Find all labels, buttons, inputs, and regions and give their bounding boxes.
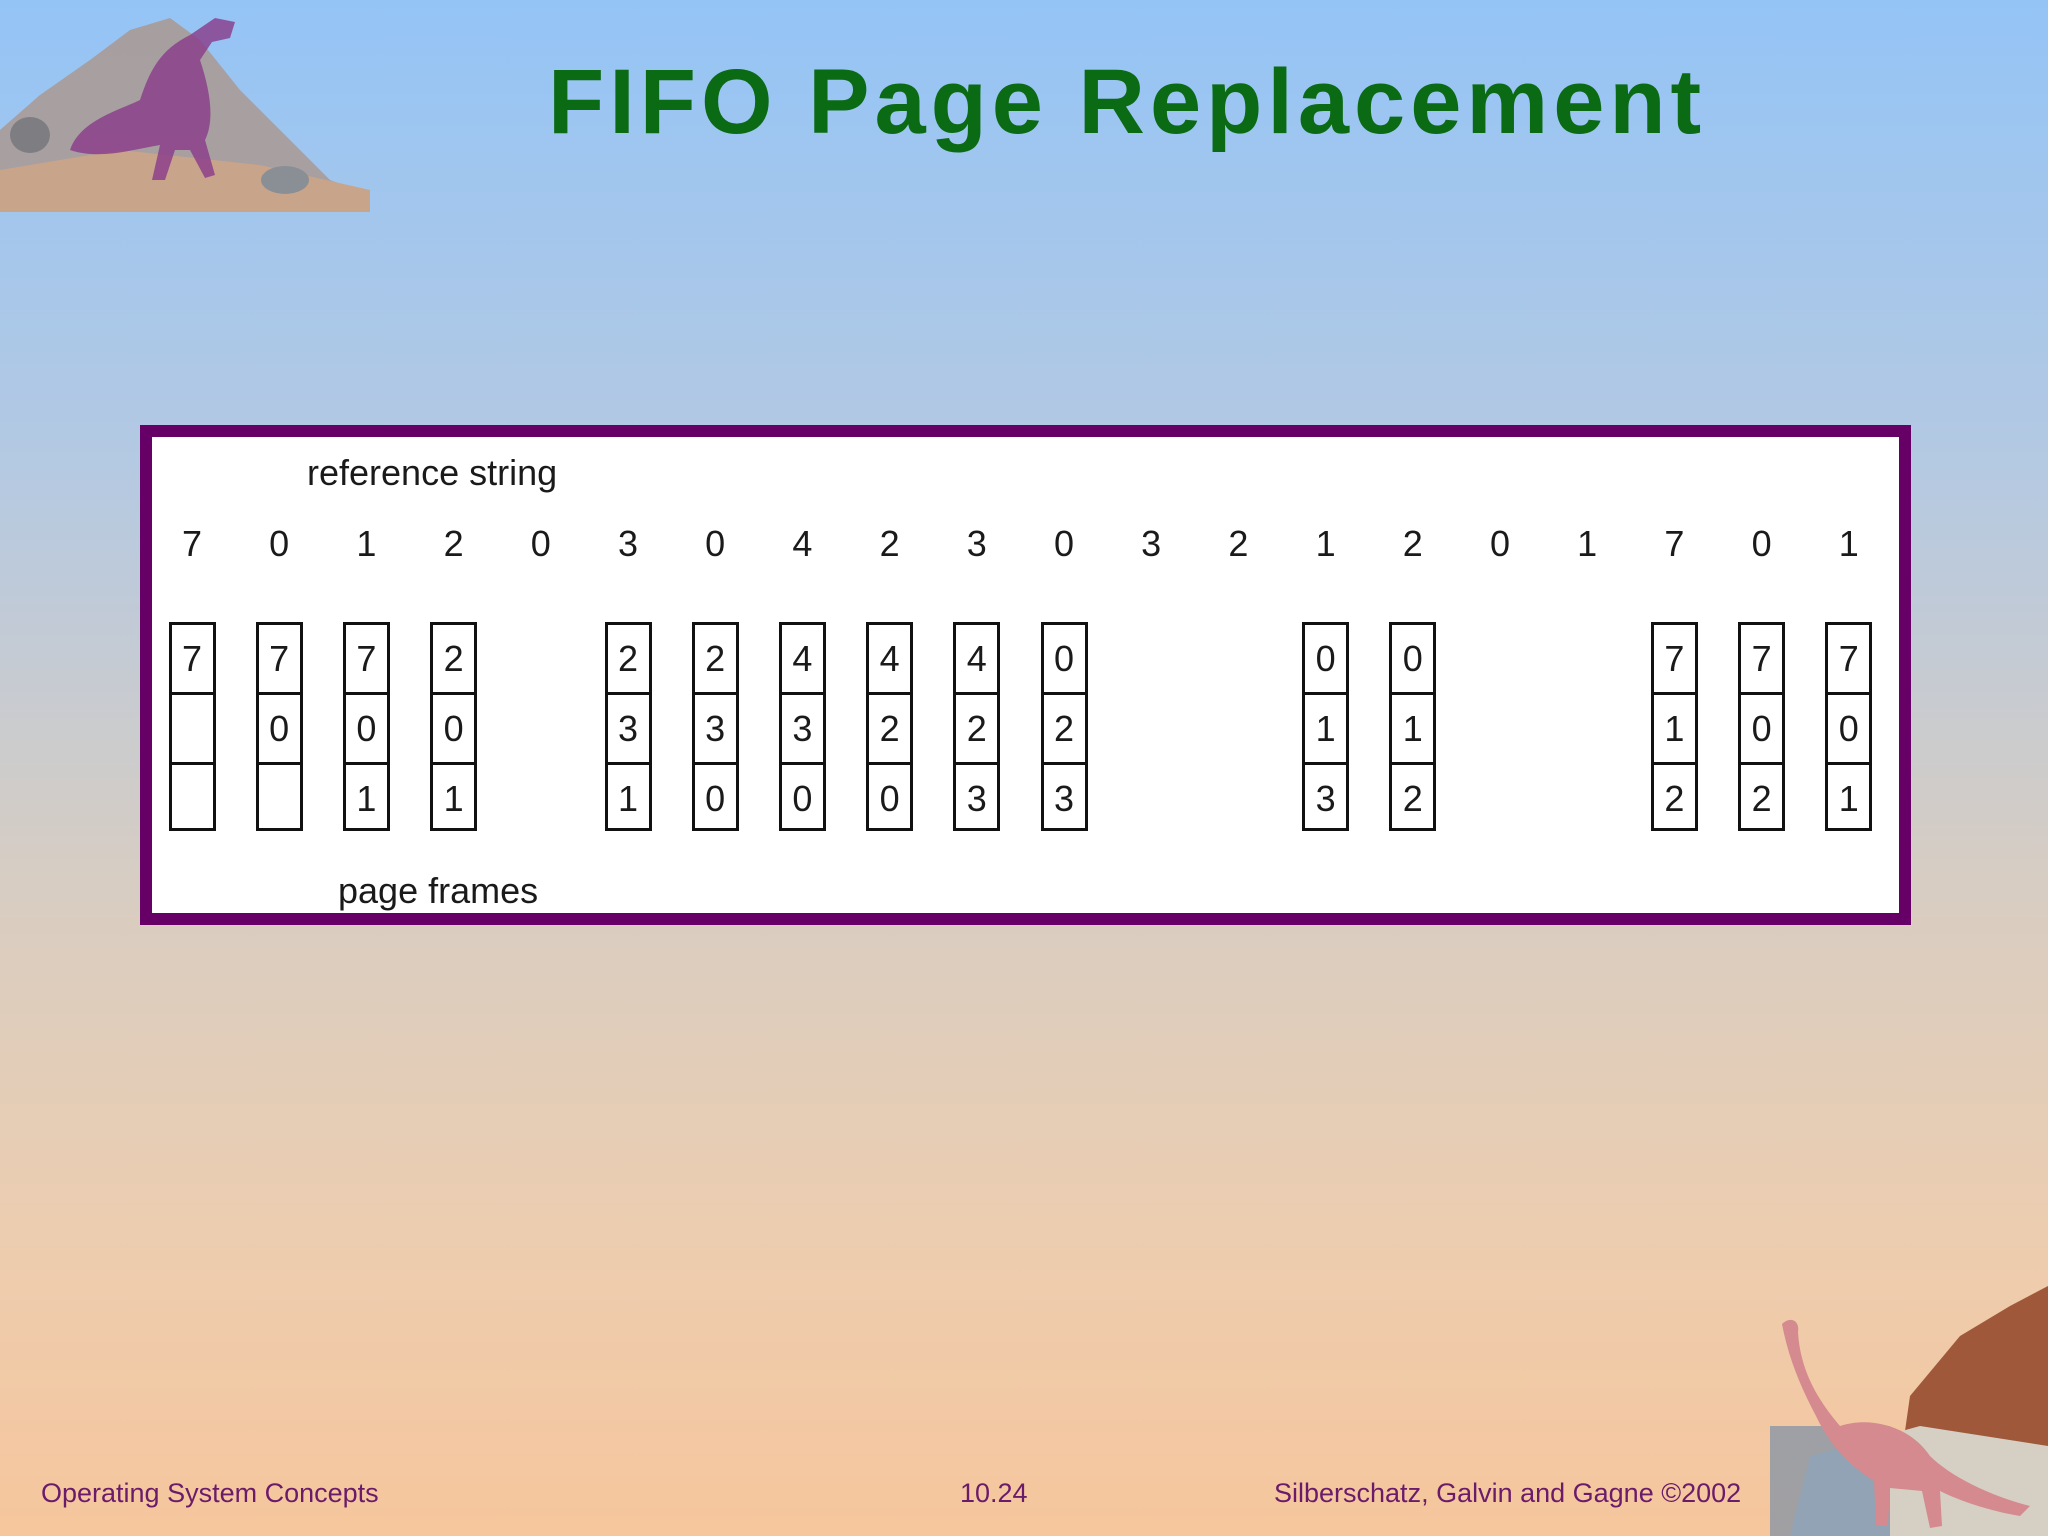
reference-value: 4 <box>792 523 813 564</box>
reference-value: 1 <box>356 523 377 564</box>
reference-value: 0 <box>530 523 551 564</box>
frame-cell: 1 <box>1305 695 1347 765</box>
frame-cell: 7 <box>258 625 300 695</box>
frame-cell: 2 <box>694 625 736 695</box>
frame-cell: 7 <box>1653 625 1695 695</box>
frame-cell <box>259 765 300 832</box>
frame-cell: 1 <box>443 778 464 819</box>
reference-value: 0 <box>1053 523 1075 564</box>
frame-cell: 0 <box>1305 625 1347 695</box>
frame-cell: 1 <box>356 778 377 819</box>
frame-cell: 0 <box>345 695 387 765</box>
reference-value: 7 <box>1664 523 1685 564</box>
reference-value: 1 <box>1577 523 1598 564</box>
frame-cell: 3 <box>1053 778 1075 819</box>
frame-cell: 3 <box>607 695 649 765</box>
reference-value: 1 <box>1838 523 1859 564</box>
reference-value: 2 <box>1228 523 1249 564</box>
frame-cell: 0 <box>1392 625 1434 695</box>
reference-value: 0 <box>1751 523 1772 564</box>
frame-cell: 7 <box>171 625 213 695</box>
frame-cell: 7 <box>345 625 387 695</box>
frame-cell: 0 <box>1828 695 1870 765</box>
frame-cell: 0 <box>879 778 900 819</box>
reference-value: 3 <box>617 523 639 564</box>
reference-value: 3 <box>966 523 987 564</box>
footer-copyright: Silberschatz, Galvin and Gagne ©2002 <box>1274 1478 1742 1508</box>
footer-course-title: Operating System Concepts <box>41 1478 379 1508</box>
reference-value: 2 <box>443 523 464 564</box>
reference-value: 3 <box>1141 523 1162 564</box>
frame-cell <box>172 765 213 832</box>
reference-value: 0 <box>705 523 726 564</box>
frame-cell: 3 <box>1315 778 1336 819</box>
frame-cell: 1 <box>1653 695 1695 765</box>
frame-cell: 4 <box>869 625 911 695</box>
brontosaurus-illustration <box>1770 1286 2048 1536</box>
reference-value: 2 <box>1402 523 1423 564</box>
frame-cell: 0 <box>1043 625 1085 695</box>
frame-cell: 4 <box>781 625 823 695</box>
frame-cell: 2 <box>607 625 649 695</box>
frame-cell: 1 <box>1838 778 1859 819</box>
frame-cell: 0 <box>1741 695 1783 765</box>
page-frame-column: 7 <box>168 622 216 832</box>
reference-value: 0 <box>1489 523 1511 564</box>
frame-cell: 0 <box>705 778 726 819</box>
frame-cell: 2 <box>1402 778 1423 819</box>
frame-cell: 7 <box>1741 625 1783 695</box>
frame-cell: 1 <box>617 778 639 819</box>
reference-string-label: reference string <box>307 452 558 493</box>
reference-value: 2 <box>879 523 900 564</box>
footer-slide-number: 10.24 <box>960 1478 1028 1508</box>
frame-cell: 2 <box>1751 778 1772 819</box>
reference-value: 7 <box>181 523 203 564</box>
frame-cell: 3 <box>781 695 823 765</box>
t-rex-illustration <box>0 18 370 212</box>
frame-cell: 2 <box>956 695 998 765</box>
frame-cell: 2 <box>869 695 911 765</box>
frame-cell: 0 <box>433 695 475 765</box>
frame-cell: 4 <box>956 625 998 695</box>
frame-cell: 2 <box>1043 695 1085 765</box>
frame-cell: 2 <box>1664 778 1685 819</box>
slide-title: FIFO Page Replacement <box>548 51 1707 153</box>
frame-cell: 2 <box>433 625 475 695</box>
frame-cell: 3 <box>694 695 736 765</box>
page-frames-label: page frames <box>338 870 539 911</box>
reference-value: 1 <box>1315 523 1336 564</box>
frame-cell: 3 <box>966 778 987 819</box>
frame-cell: 0 <box>792 778 813 819</box>
frame-cell: 1 <box>1392 695 1434 765</box>
frame-cell <box>171 695 213 765</box>
frame-cell: 0 <box>258 695 300 765</box>
frame-cell: 7 <box>1828 625 1870 695</box>
reference-value: 0 <box>269 523 290 564</box>
